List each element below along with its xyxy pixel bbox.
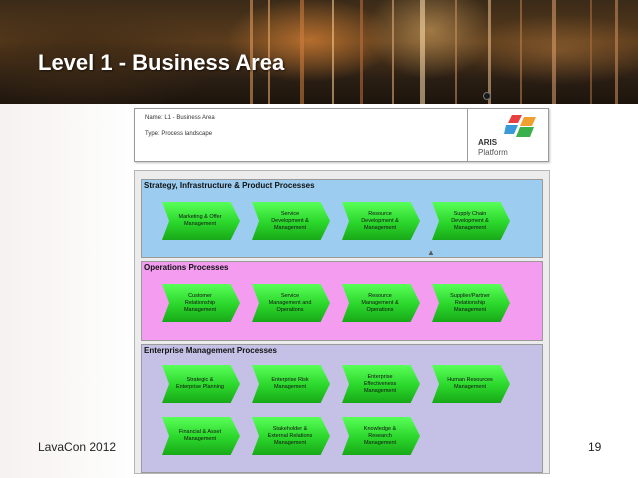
- logo-text-aris: ARIS: [478, 138, 498, 147]
- process-resource-development[interactable]: Resource Development & Management: [342, 202, 420, 240]
- process-label: Strategic & Enterprise Planning: [175, 377, 224, 390]
- slide-title: Level 1 - Business Area: [38, 50, 285, 75]
- page-number: 19: [588, 440, 602, 454]
- background-fade: [0, 104, 140, 478]
- lane-enterprise-management: Enterprise Management Processes Strategi…: [141, 344, 543, 473]
- process-service-development[interactable]: Service Development & Management: [252, 202, 330, 240]
- process-strategic-planning[interactable]: Strategic & Enterprise Planning: [162, 365, 240, 403]
- process-resource-management[interactable]: Resource Management & Operations: [342, 284, 420, 322]
- process-stakeholder-relations[interactable]: Stakeholder & External Relations Managem…: [252, 417, 330, 455]
- lane-strategy: Strategy, Infrastructure & Product Proce…: [141, 179, 543, 258]
- process-landscape-diagram: Strategy, Infrastructure & Product Proce…: [134, 170, 550, 474]
- process-label: Supplier/Partner Relationship Management: [450, 292, 490, 313]
- process-marketing-offer[interactable]: Marketing & Offer Management: [162, 202, 240, 240]
- process-label: Resource Development & Management: [361, 210, 399, 231]
- lane-title: Enterprise Management Processes: [144, 346, 277, 355]
- title-banner: Level 1 - Business Area: [0, 0, 638, 104]
- process-enterprise-risk[interactable]: Enterprise Risk Management: [252, 365, 330, 403]
- model-name: Name: L1 - Business Area: [145, 115, 215, 121]
- process-label: Financial & Asset Management: [178, 429, 222, 442]
- banner-reflection-image: [250, 0, 618, 104]
- aris-logo: ARIS Platform: [467, 109, 548, 161]
- process-label: Resource Management & Operations: [361, 292, 399, 313]
- lane-title: Operations Processes: [144, 263, 229, 272]
- aris-logo-icon: [504, 115, 536, 137]
- model-type: Type: Process landscape: [145, 131, 213, 137]
- process-label: Knowledge & Research Management: [363, 425, 397, 446]
- footer-conference: LavaCon 2012: [38, 440, 117, 454]
- cursor-marker-icon: ▲: [427, 248, 435, 257]
- process-label: Service Management and Operations: [268, 292, 312, 313]
- process-financial-asset[interactable]: Financial & Asset Management: [162, 417, 240, 455]
- logo-text-platform: Platform: [478, 148, 508, 157]
- bullet-marker: [483, 92, 491, 100]
- process-supply-chain-development[interactable]: Supply Chain Development & Management: [432, 202, 510, 240]
- process-label: Stakeholder & External Relations Managem…: [267, 425, 313, 446]
- process-supplier-partner[interactable]: Supplier/Partner Relationship Management: [432, 284, 510, 322]
- process-customer-relationship[interactable]: Customer Relationship Management: [162, 284, 240, 322]
- lane-title: Strategy, Infrastructure & Product Proce…: [144, 181, 315, 190]
- process-label: Marketing & Offer Management: [178, 214, 222, 227]
- process-knowledge-research[interactable]: Knowledge & Research Management: [342, 417, 420, 455]
- process-service-management[interactable]: Service Management and Operations: [252, 284, 330, 322]
- process-label: Human Resources Management: [447, 377, 493, 390]
- process-human-resources[interactable]: Human Resources Management: [432, 365, 510, 403]
- process-label: Customer Relationship Management: [183, 292, 217, 313]
- process-label: Enterprise Risk Management: [271, 377, 309, 390]
- lane-operations: Operations Processes Customer Relationsh…: [141, 261, 543, 341]
- process-enterprise-effectiveness[interactable]: Enterprise Effectiveness Management: [342, 365, 420, 403]
- process-label: Supply Chain Development & Management: [451, 210, 489, 231]
- process-label: Service Development & Management: [271, 210, 309, 231]
- model-header-card: Name: L1 - Business Area Type: Process l…: [134, 108, 549, 162]
- process-label: Enterprise Effectiveness Management: [363, 373, 397, 394]
